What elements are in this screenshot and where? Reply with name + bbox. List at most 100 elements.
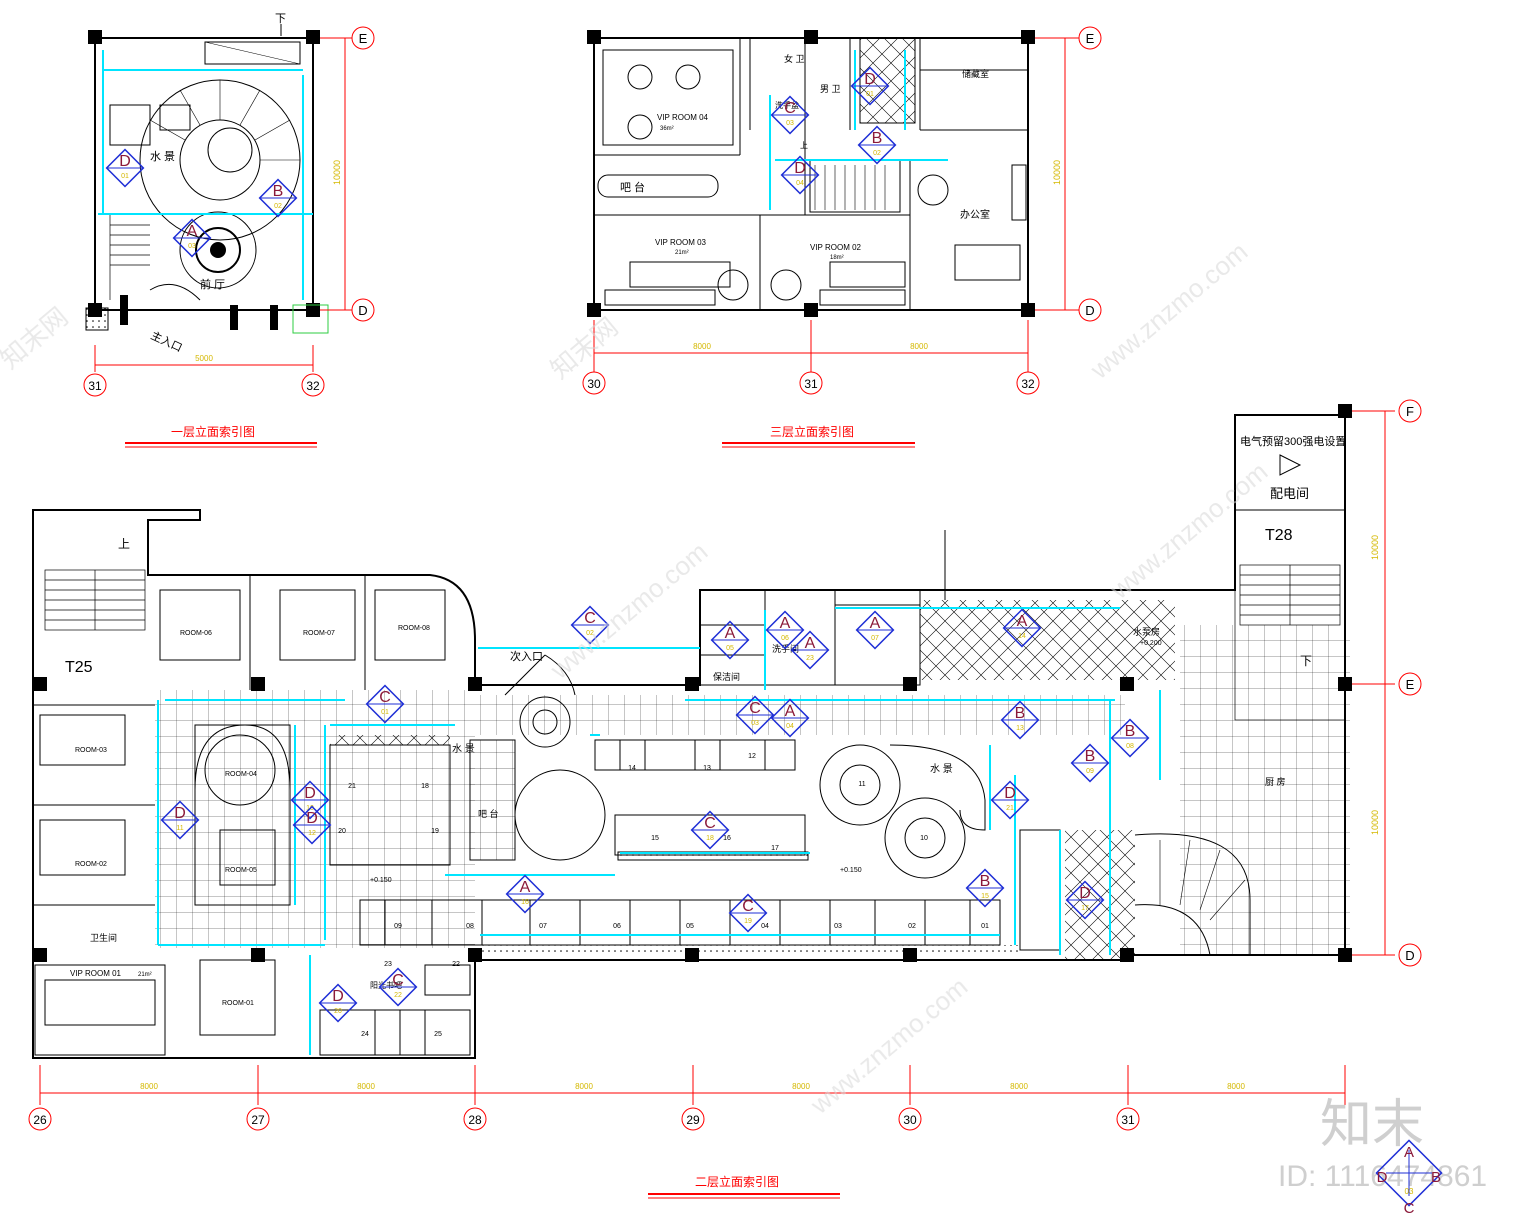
floor1-down-label: 下 xyxy=(275,13,286,25)
grid-bubble xyxy=(1016,371,1040,395)
floor1-title: 一层立面索引图 xyxy=(125,424,317,448)
floor3-span-dim-1: 8000 xyxy=(693,342,711,351)
floor3-vip03-label: VIP ROOM 03 xyxy=(655,238,707,247)
index-marker-diamond xyxy=(1002,608,1042,648)
booth-number: 13 xyxy=(703,765,711,772)
booth-number: 25 xyxy=(434,1031,442,1038)
index-marker-letter: C xyxy=(749,700,761,717)
index-marker-letter: D xyxy=(174,805,186,822)
floor2-height-dim-2: 10000 xyxy=(1370,810,1380,835)
booth-number: 21 xyxy=(348,783,356,790)
index-marker: A05 xyxy=(710,620,750,660)
grid-bubble xyxy=(681,1107,705,1131)
index-marker-letter: A xyxy=(1017,613,1028,630)
index-marker-number: 14 xyxy=(1018,633,1026,640)
floor2-room01: ROOM-01 xyxy=(222,1000,254,1007)
grid-bubble xyxy=(799,371,823,395)
index-marker-letter: A xyxy=(805,635,816,652)
index-marker-number: 03 xyxy=(786,120,794,127)
booth-number: 16 xyxy=(723,835,731,842)
index-marker: A 14 xyxy=(1002,608,1042,648)
floor2-grid-top: F xyxy=(1406,404,1414,419)
index-marker: B02 xyxy=(857,125,897,165)
index-marker: D21 xyxy=(990,780,1030,820)
booth-number: 03 xyxy=(834,923,842,930)
index-marker: C19 xyxy=(728,893,768,933)
index-marker-diamond xyxy=(728,893,768,933)
index-marker-letter: D xyxy=(1079,885,1091,902)
index-marker-number: 11 xyxy=(176,825,183,832)
floor2-vip01-area: 21m² xyxy=(138,972,152,978)
index-marker-diamond xyxy=(770,698,810,738)
floor2-span-dim: 8000 xyxy=(357,1082,375,1091)
floor3-vip02-area: 18m² xyxy=(830,255,844,261)
floor2-height-dim-1: 10000 xyxy=(1370,535,1380,560)
index-marker-diamond xyxy=(318,983,358,1023)
booth-number: 17 xyxy=(771,845,779,852)
index-marker: D01 xyxy=(105,148,145,188)
index-marker-letter: B xyxy=(1125,723,1136,740)
booth-number: 24 xyxy=(361,1031,369,1038)
floor3-vip03-area: 21m² xyxy=(675,250,689,256)
index-marker: B02 xyxy=(258,178,298,218)
booth-number: 14 xyxy=(628,765,636,772)
floor3-washbasin-label: 洗手盆 xyxy=(775,100,799,110)
index-marker-letter: A xyxy=(725,625,736,642)
index-marker-letter: A xyxy=(520,879,531,896)
grid-bubble xyxy=(1116,1107,1140,1131)
index-marker: B09 xyxy=(1070,743,1110,783)
index-marker-letter: D xyxy=(864,71,876,88)
index-marker-diamond xyxy=(857,125,897,165)
floor2-room02: ROOM-02 xyxy=(75,861,107,868)
floor3-height-dim: 10000 xyxy=(1052,160,1062,185)
floor2-axis: 30 xyxy=(903,1113,917,1127)
floor2-sunroom: 阳光书吧 xyxy=(370,980,402,990)
floor1-axis-left: 31 xyxy=(88,379,102,393)
index-marker-diamond xyxy=(105,148,145,188)
booth-number: 11 xyxy=(858,781,865,788)
floor2-room05: ROOM-05 xyxy=(225,867,257,874)
index-marker: B13 xyxy=(1000,700,1040,740)
index-marker: A 04 xyxy=(770,698,810,738)
index-marker-diamond xyxy=(378,967,418,1007)
index-marker-letter: A xyxy=(785,703,796,720)
index-marker-diamond xyxy=(365,684,405,724)
elevation-index-markers: D01B02A03D01B02C03D04C01C02C03A04A05A06A… xyxy=(105,66,1150,1023)
index-marker: D04 xyxy=(780,155,820,195)
grid-bubble xyxy=(1398,672,1422,696)
watermark-site: www.znzmo.com xyxy=(804,971,973,1120)
index-marker-letter: B xyxy=(980,873,991,890)
index-marker-number: 16 xyxy=(521,899,529,906)
index-marker-diamond xyxy=(1000,700,1040,740)
floor3-male-wc: 男 卫 xyxy=(820,84,841,94)
floor2-grid-mid: E xyxy=(1406,677,1415,692)
floor1-grid-top: E xyxy=(359,31,368,46)
floor2-room03: ROOM-03 xyxy=(75,747,107,754)
floor1-lobby-label: 前 厅 xyxy=(200,277,225,291)
index-marker: A 16 xyxy=(505,874,545,914)
booth-number: 01 xyxy=(981,923,989,930)
floor1-plan: 水 景 前 厅 主入口 下 xyxy=(85,13,329,355)
floor2-room06: ROOM-06 xyxy=(180,630,212,637)
floor1-dimensions: 10000 E D 5000 31 32 xyxy=(83,26,375,397)
index-marker-number: 04 xyxy=(786,723,794,730)
booth-number: 12 xyxy=(748,753,756,760)
index-marker-diamond xyxy=(780,155,820,195)
grid-bubble xyxy=(351,26,375,50)
index-marker-number: 12 xyxy=(308,830,316,837)
floor2-pump: 水泵房 xyxy=(1133,626,1160,637)
index-marker-number: 08 xyxy=(1126,743,1134,750)
grid-bubble xyxy=(898,1107,922,1131)
index-marker-letter: A xyxy=(870,615,881,632)
index-marker-number: 02 xyxy=(274,203,282,210)
index-marker: A23 xyxy=(790,630,830,670)
floor2-span-dim: 8000 xyxy=(1010,1082,1028,1091)
booth-number: 15 xyxy=(651,835,659,842)
index-marker-number: 02 xyxy=(586,630,594,637)
column xyxy=(306,303,320,317)
floor3-plan: VIP ROOM 04 36m² VIP ROOM 03 21m² VIP RO… xyxy=(587,30,1035,317)
index-marker-diamond xyxy=(765,610,805,650)
index-marker-number: 03 xyxy=(188,243,196,250)
watermark-site: www.znzmo.com xyxy=(1084,236,1253,385)
floor1-title-text: 一层立面索引图 xyxy=(171,424,255,439)
